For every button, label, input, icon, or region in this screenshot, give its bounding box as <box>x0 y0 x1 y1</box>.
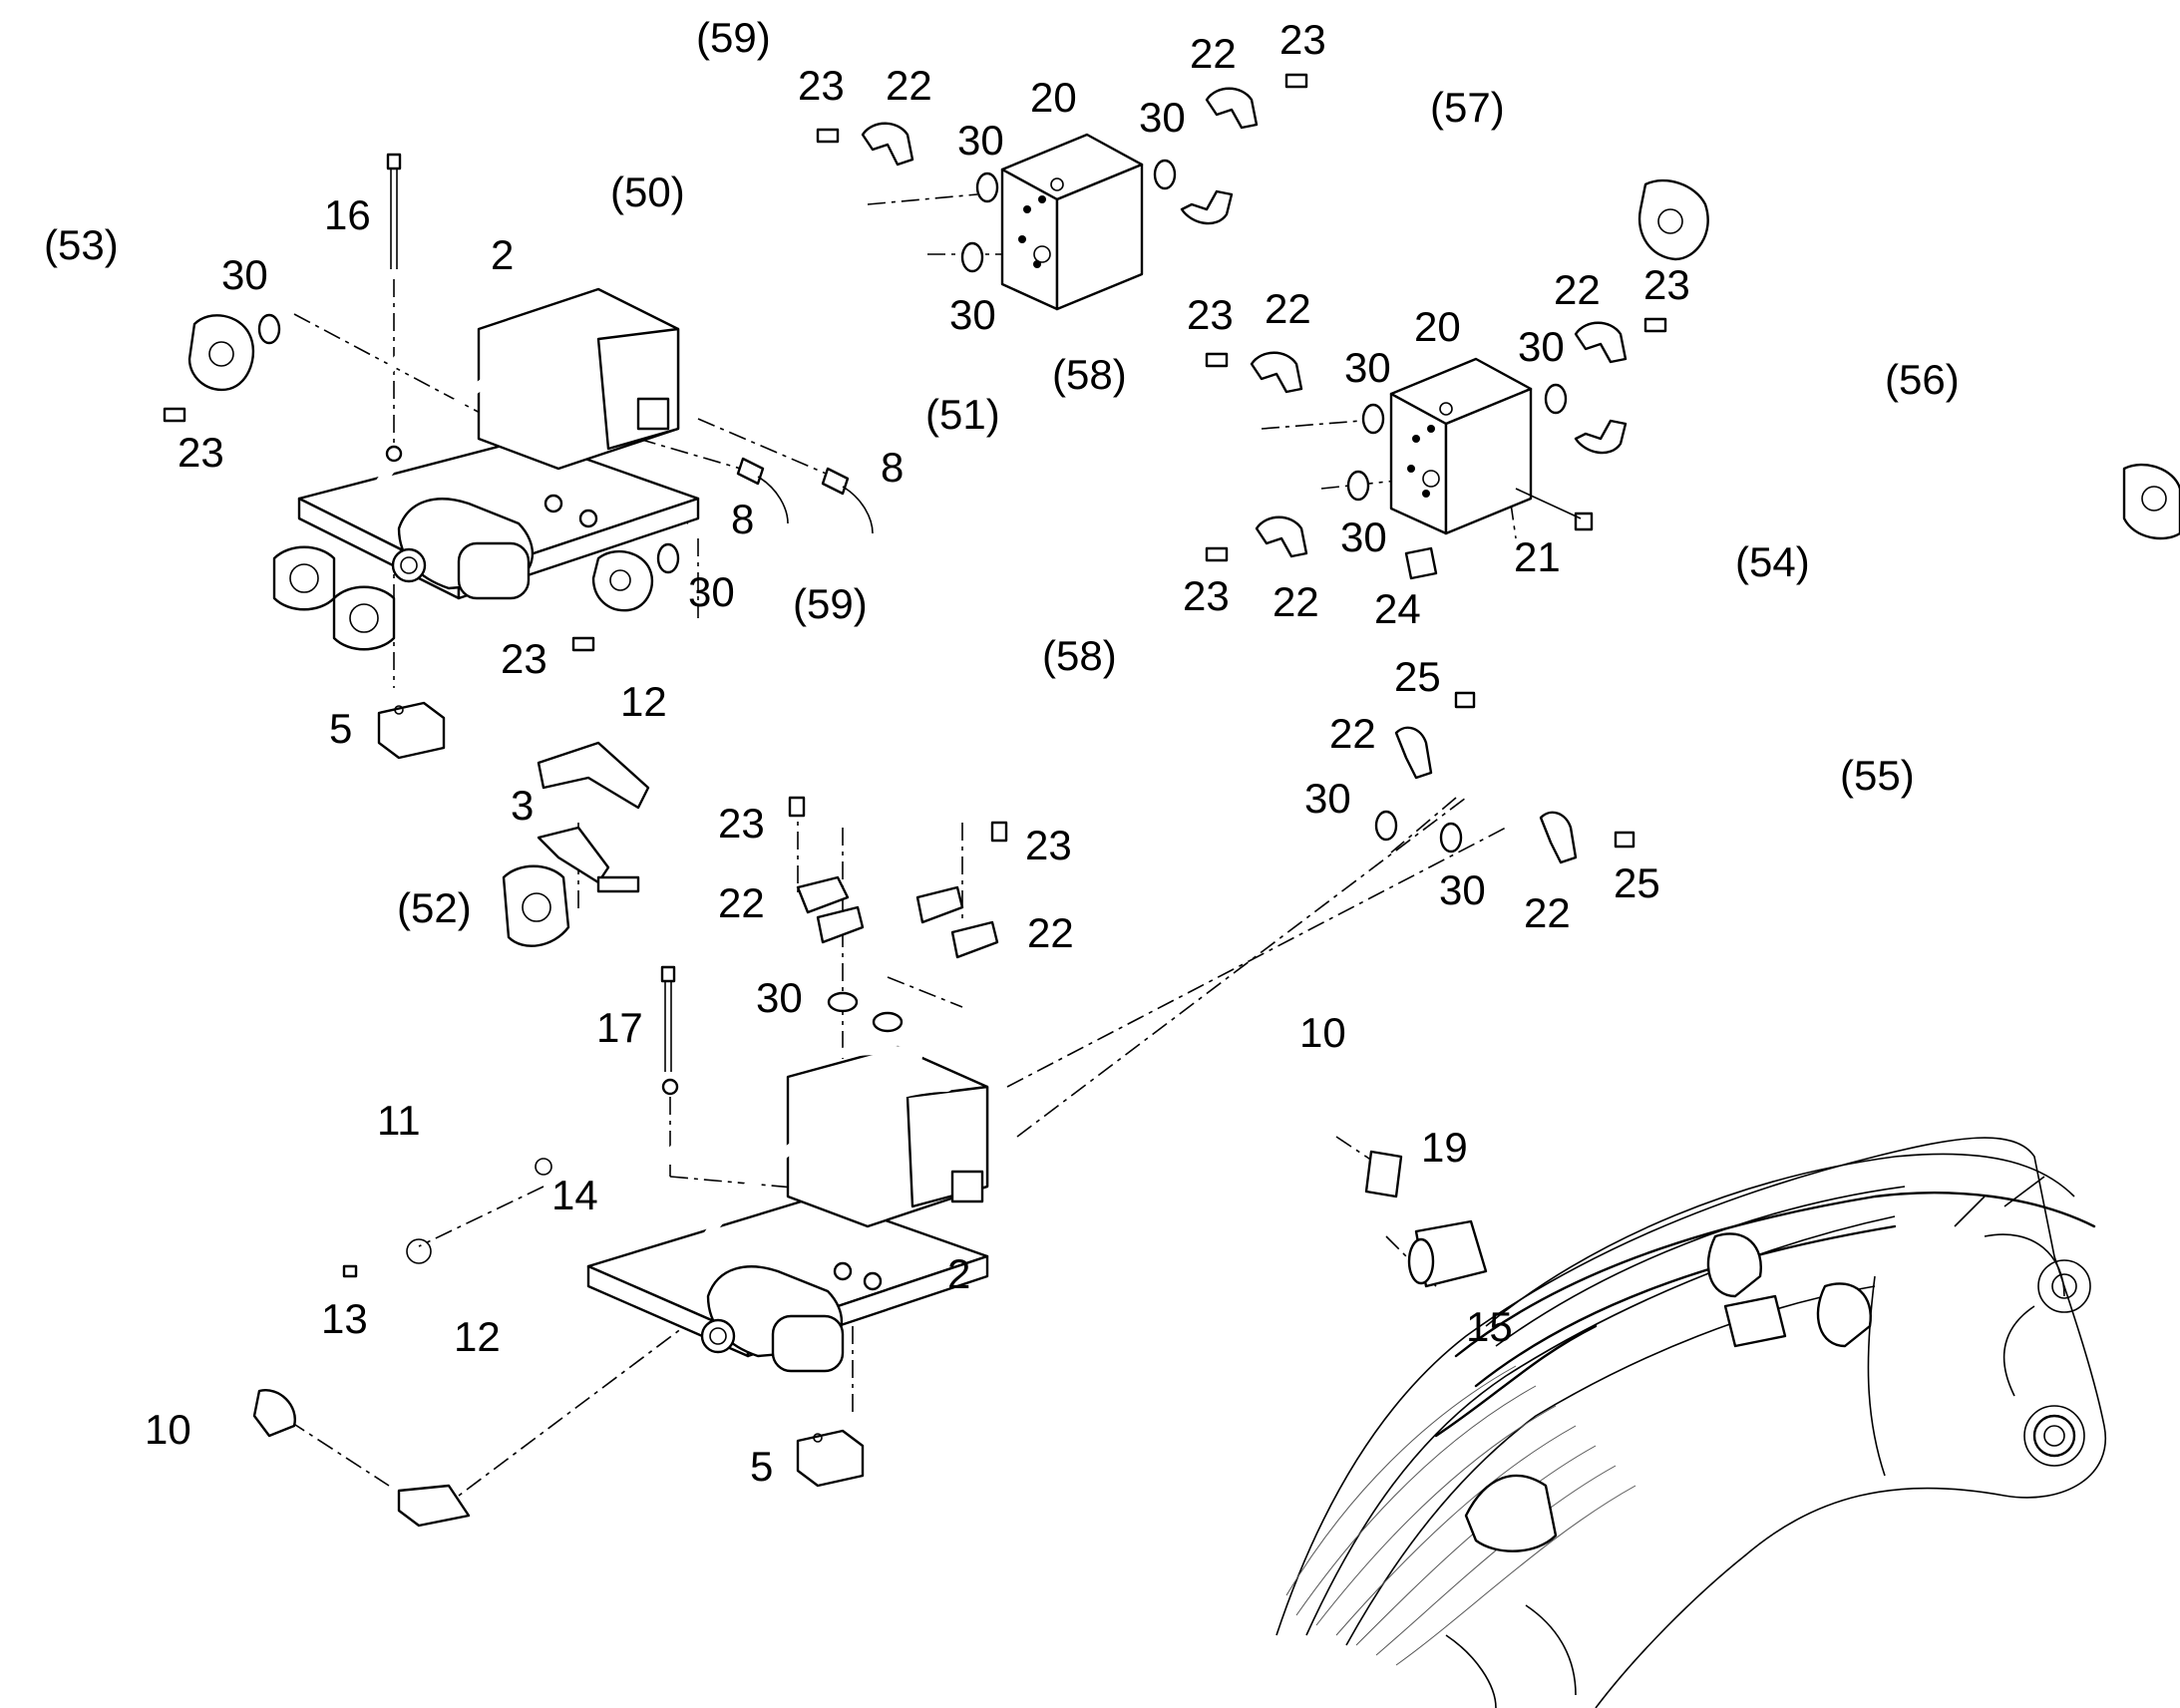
label-23: 23 <box>178 429 224 476</box>
label-30: 30 <box>1304 775 1351 822</box>
spacers-5 <box>377 701 865 1488</box>
hose-59-mid <box>1099 301 1270 456</box>
label-52: (52) <box>397 884 472 931</box>
label-20-top: 20 <box>1030 74 1077 121</box>
hose-53 <box>0 279 244 424</box>
label-22: 22 <box>1265 285 1311 332</box>
label-30: 30 <box>1344 344 1391 391</box>
label-23: 23 <box>1025 822 1072 868</box>
label-5-top: 5 <box>329 705 352 752</box>
hose-54 <box>1459 553 2180 785</box>
label-12: 12 <box>620 678 667 725</box>
label-14: 14 <box>551 1172 598 1218</box>
label-30: 30 <box>1340 513 1387 560</box>
bracket-3 <box>537 741 650 893</box>
flange-56 <box>2122 463 2180 540</box>
flange-57 <box>1637 178 1709 261</box>
label-24: 24 <box>1374 585 1421 632</box>
label-59-top: (59) <box>696 14 771 61</box>
flange-52-top <box>591 549 654 612</box>
label-10-bottom: 10 <box>145 1406 191 1453</box>
label-2-bottom: 2 <box>947 1250 970 1297</box>
label-22: 22 <box>1524 889 1571 936</box>
label-58-mid: (58) <box>1042 632 1117 679</box>
label-21: 21 <box>1514 533 1561 580</box>
label-58-top: (58) <box>1052 351 1127 398</box>
label-19: 19 <box>1421 1124 1468 1171</box>
label-3: 3 <box>511 782 534 829</box>
label-22: 22 <box>886 62 932 109</box>
label-30: 30 <box>221 251 268 298</box>
label-8: 8 <box>881 444 904 491</box>
label-15: 15 <box>1466 1303 1513 1350</box>
label-51: (51) <box>925 391 1000 438</box>
valve-block-2-top <box>272 264 700 651</box>
label-23: 23 <box>798 62 845 109</box>
label-22: 22 <box>1554 266 1601 313</box>
excavator-boom <box>1275 1137 2107 1708</box>
hose-57 <box>1209 123 1668 222</box>
label-55: (55) <box>1840 752 1915 799</box>
label-22: 22 <box>1190 30 1237 77</box>
label-16: 16 <box>324 191 371 238</box>
label-30: 30 <box>949 291 996 338</box>
label-56: (56) <box>1885 356 1960 403</box>
label-30: 30 <box>756 974 803 1021</box>
label-30: 30 <box>688 568 735 615</box>
label-20-bottom: 20 <box>1414 303 1461 350</box>
hose-52 <box>545 575 729 900</box>
part-labels: (59) 23 22 20 30 30 22 23 (57) (50) (53)… <box>44 14 1960 1490</box>
label-23: 23 <box>718 800 765 847</box>
hose-51 <box>682 317 1113 410</box>
label-54: (54) <box>1735 538 1810 585</box>
distribution-block-20-bottom <box>1389 357 1533 535</box>
hose-58-low <box>947 688 1212 803</box>
boom-hose-long <box>135 1271 1411 1708</box>
label-10-top: 10 <box>1299 1009 1346 1056</box>
label-17: 17 <box>596 1004 643 1051</box>
distribution-block-20-top <box>1000 133 1144 311</box>
label-30: 30 <box>957 117 1004 164</box>
label-13: 13 <box>321 1295 368 1342</box>
label-22: 22 <box>1272 578 1319 625</box>
hose-10-bottom <box>155 1151 510 1437</box>
label-57: (57) <box>1430 84 1505 131</box>
hose-10-top <box>1109 1039 1359 1140</box>
hose-58-top <box>1091 363 1322 561</box>
hose-59-low <box>827 577 958 819</box>
label-22: 22 <box>1027 909 1074 956</box>
label-25: 25 <box>1394 653 1441 700</box>
hose-50 <box>671 167 934 386</box>
label-30: 30 <box>1518 323 1565 370</box>
label-30: 30 <box>1439 866 1486 913</box>
label-59-mid: (59) <box>793 580 868 627</box>
label-12: 12 <box>454 1313 501 1360</box>
hose-59-top <box>705 72 866 229</box>
flange-53 <box>187 314 255 392</box>
clamps-22 <box>796 87 1628 959</box>
label-50: (50) <box>610 169 685 215</box>
label-23: 23 <box>1183 572 1230 619</box>
label-23: 23 <box>1279 16 1326 63</box>
label-53: (53) <box>44 221 119 268</box>
fittings <box>252 457 1488 1528</box>
label-23: 23 <box>501 635 547 682</box>
label-2-top: 2 <box>491 231 514 278</box>
label-11: 11 <box>377 1097 421 1144</box>
label-23: 23 <box>1643 261 1690 308</box>
hose-55 <box>1504 656 2180 820</box>
label-22: 22 <box>1329 710 1376 757</box>
hose-56 <box>1603 358 2137 502</box>
label-30: 30 <box>1139 94 1186 141</box>
label-22: 22 <box>718 879 765 926</box>
flange-52-bottom <box>502 864 570 947</box>
bolts <box>163 73 1667 1072</box>
label-8: 8 <box>731 496 754 542</box>
o-rings-30 <box>257 159 1568 1033</box>
label-23: 23 <box>1187 291 1234 338</box>
label-25: 25 <box>1614 859 1660 906</box>
valve-block-2-bottom <box>586 1045 989 1373</box>
label-5-bottom: 5 <box>750 1443 773 1490</box>
